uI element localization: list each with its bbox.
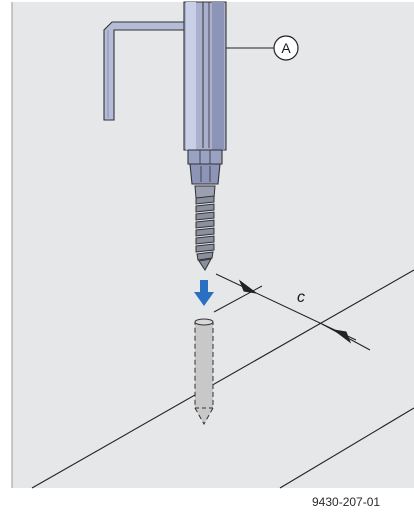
figure-number: 9430-207-01 <box>312 495 380 509</box>
callout-a: A <box>226 35 299 61</box>
threaded-screw <box>194 185 216 271</box>
dowel-pin <box>194 318 214 426</box>
dimension-line <box>215 273 357 341</box>
dimension-label: c <box>297 289 305 306</box>
dimension-c: c <box>213 273 371 351</box>
board-edge-front <box>31 269 414 489</box>
driver-tool <box>183 1 227 185</box>
board-edge-back <box>279 407 414 489</box>
insert-direction-arrow-icon <box>194 280 214 306</box>
callout-label: A <box>281 40 291 56</box>
dimension-extension-line <box>213 285 263 313</box>
dimension-arrow-icon <box>238 279 257 294</box>
board-edge-lines <box>31 269 414 489</box>
dimension-arrow-icon <box>333 329 352 344</box>
